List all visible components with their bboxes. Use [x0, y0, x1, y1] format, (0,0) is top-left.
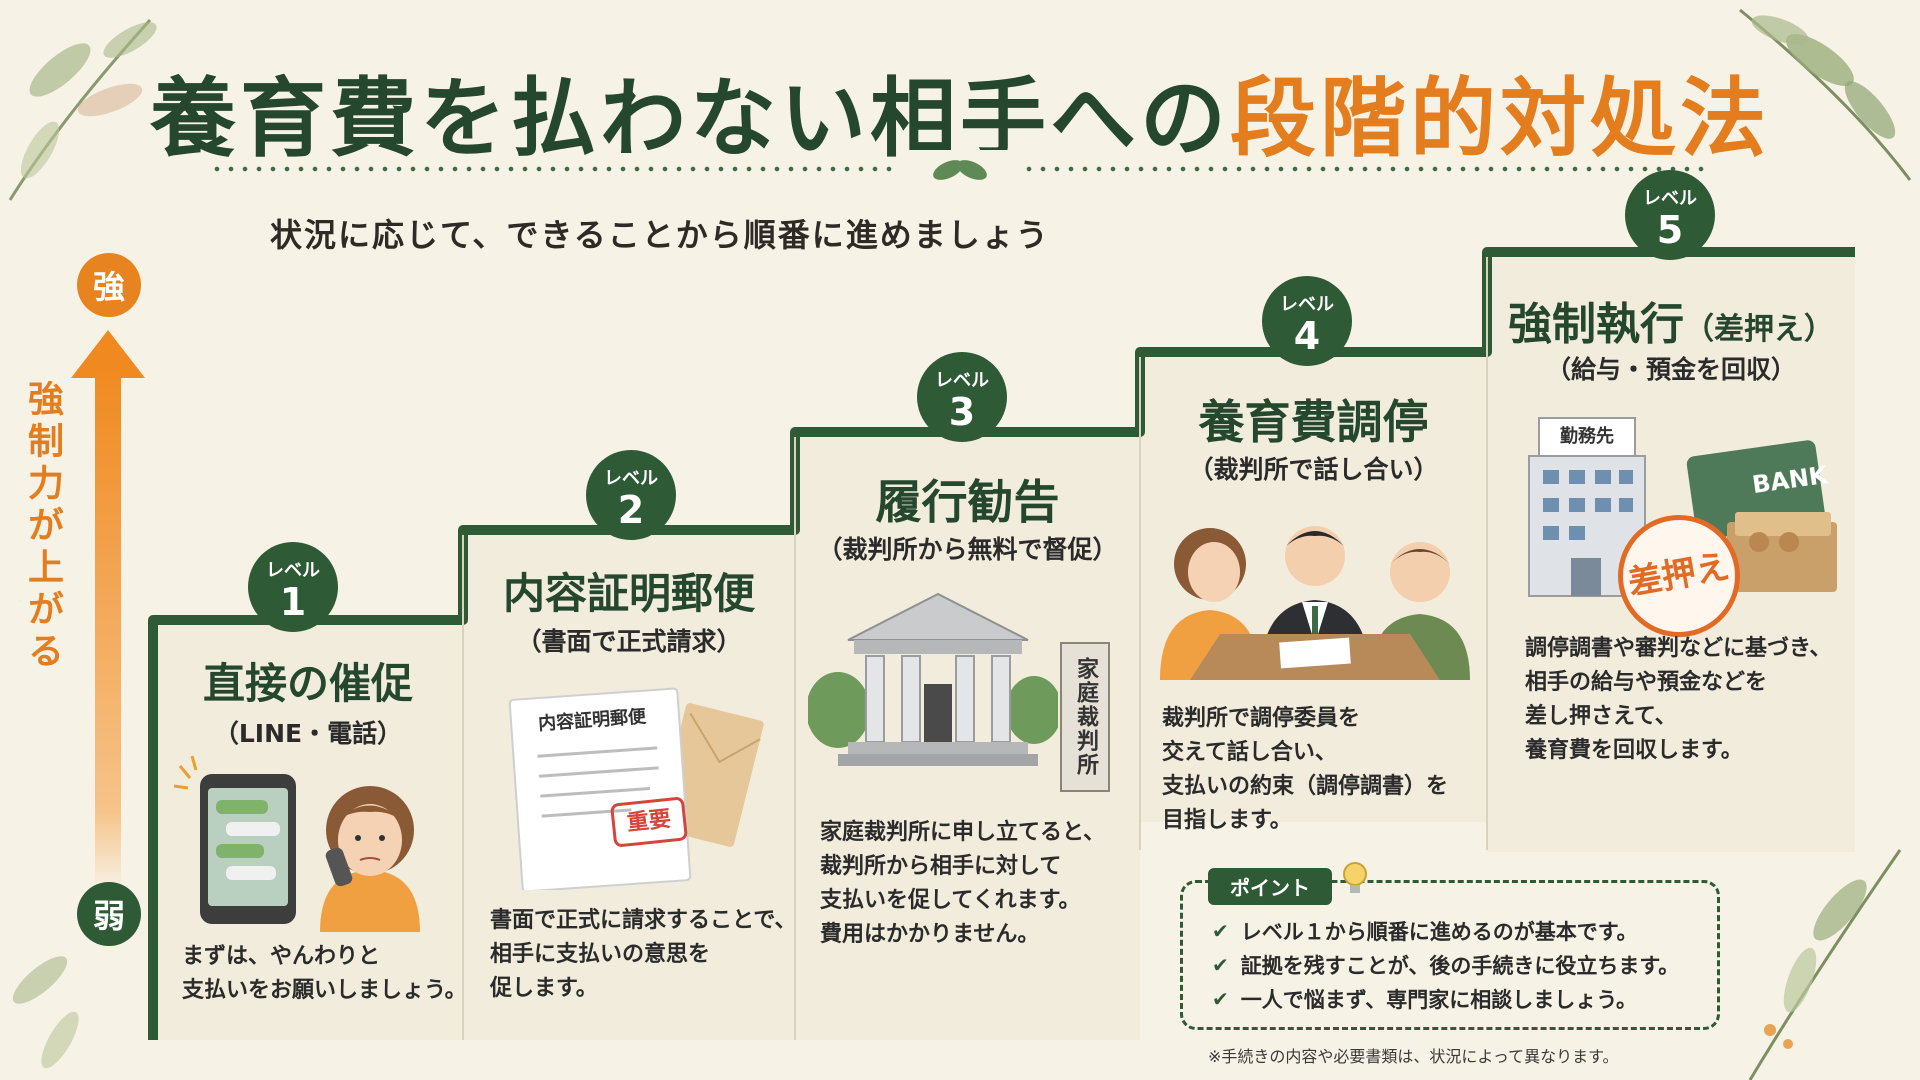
- check-icon: ✔: [1212, 953, 1229, 977]
- title-highlight: 段階的対処法: [1230, 69, 1770, 169]
- level-3-badge: レベル 3: [917, 352, 1007, 442]
- level-5-description: 調停調書や審判などに基づき、 相手の給与や預金などを 差し押さえて、 養育費を回…: [1525, 636, 1832, 763]
- leaf-decoration-bottom-right: [1748, 849, 1902, 1080]
- lightbulb-icon: [1343, 862, 1367, 893]
- level-1-badge: レベル 1: [248, 542, 338, 632]
- workplace-label: 勤務先: [1560, 426, 1614, 447]
- level-3-illustration: [808, 592, 1058, 766]
- level-2-title: 内容証明郵便: [502, 569, 755, 618]
- strength-arrow: [95, 370, 121, 890]
- level-4-illustration: [1160, 526, 1470, 680]
- strength-weak-label: 弱: [77, 882, 141, 946]
- check-icon: ✔: [1212, 919, 1229, 943]
- strength-strong-label: 強: [77, 253, 141, 317]
- strength-axis-label: 強制力が上がる: [22, 380, 63, 674]
- level-1-subtitle: （LINE・電話）: [213, 719, 403, 748]
- level-2-badge: レベル 2: [586, 450, 676, 540]
- family-court-sign: 家庭裁判所: [1060, 642, 1110, 792]
- level-4-subtitle: （裁判所で話し合い）: [1188, 455, 1439, 484]
- important-stamp: 重要: [609, 796, 689, 848]
- level-2-subtitle: （書面で正式請求）: [516, 627, 742, 656]
- level-2-illustration: [508, 687, 764, 890]
- point-box: [1180, 880, 1720, 1030]
- level-4-badge: レベル 4: [1262, 276, 1352, 366]
- point-item: ✔一人で悩まず、専門家に相談しましょう。: [1212, 987, 1638, 1012]
- level-5-subtitle: （給与・預金を回収）: [1545, 355, 1796, 384]
- level-1-title: 直接の催促: [202, 659, 413, 708]
- level-5-illustration: [1528, 417, 1837, 597]
- leaf-decoration-top-right: [1739, 8, 1912, 181]
- footnote: ※手続きの内容や必要書類は、状況によって異なります。: [1208, 1047, 1619, 1066]
- level-2-description: 書面で正式に請求することで、 相手に支払いの意思を 促します。: [490, 908, 797, 1001]
- level-4-title: 養育費調停: [1198, 395, 1429, 449]
- page-title: 養育費を払わない相手への段階的対処法: [0, 48, 1920, 173]
- check-icon: ✔: [1212, 987, 1229, 1011]
- point-item: ✔証拠を残すことが、後の手続きに役立ちます。: [1212, 953, 1680, 978]
- level-3-title: 履行勧告: [875, 475, 1060, 529]
- point-tag: ポイント: [1208, 868, 1332, 905]
- level-3-description: 家庭裁判所に申し立てると、 裁判所から相手に対して 支払いを促してくれます。 費…: [820, 820, 1106, 947]
- sprout-icon: [933, 160, 987, 180]
- level-1-illustration: [173, 755, 420, 932]
- point-list: ✔レベル１から順番に進めるのが基本です。 ✔証拠を残すことが、後の手続きに役立ち…: [1212, 914, 1679, 1016]
- level-1-description: まずは、やんわりと 支払いをお願いしましょう。: [182, 944, 467, 1003]
- level-5-badge: レベル 5: [1625, 170, 1715, 260]
- level-5-title: 強制執行（差押え）: [1508, 299, 1834, 350]
- subtitle: 状況に応じて、できることから順番に進めましょう: [270, 216, 1050, 254]
- level-4-description: 裁判所で調停委員を 交えて話し合い、 支払いの約束（調停調書）を 目指します。: [1162, 706, 1449, 833]
- leaf-decoration-top-left: [8, 18, 157, 201]
- level-3-subtitle: （裁判所から無料で督促）: [817, 535, 1118, 564]
- leaf-decoration-bottom-left: [12, 956, 79, 1069]
- title-main: 養育費を払わない相手への: [150, 69, 1230, 169]
- point-item: ✔レベル１から順番に進めるのが基本です。: [1212, 919, 1638, 944]
